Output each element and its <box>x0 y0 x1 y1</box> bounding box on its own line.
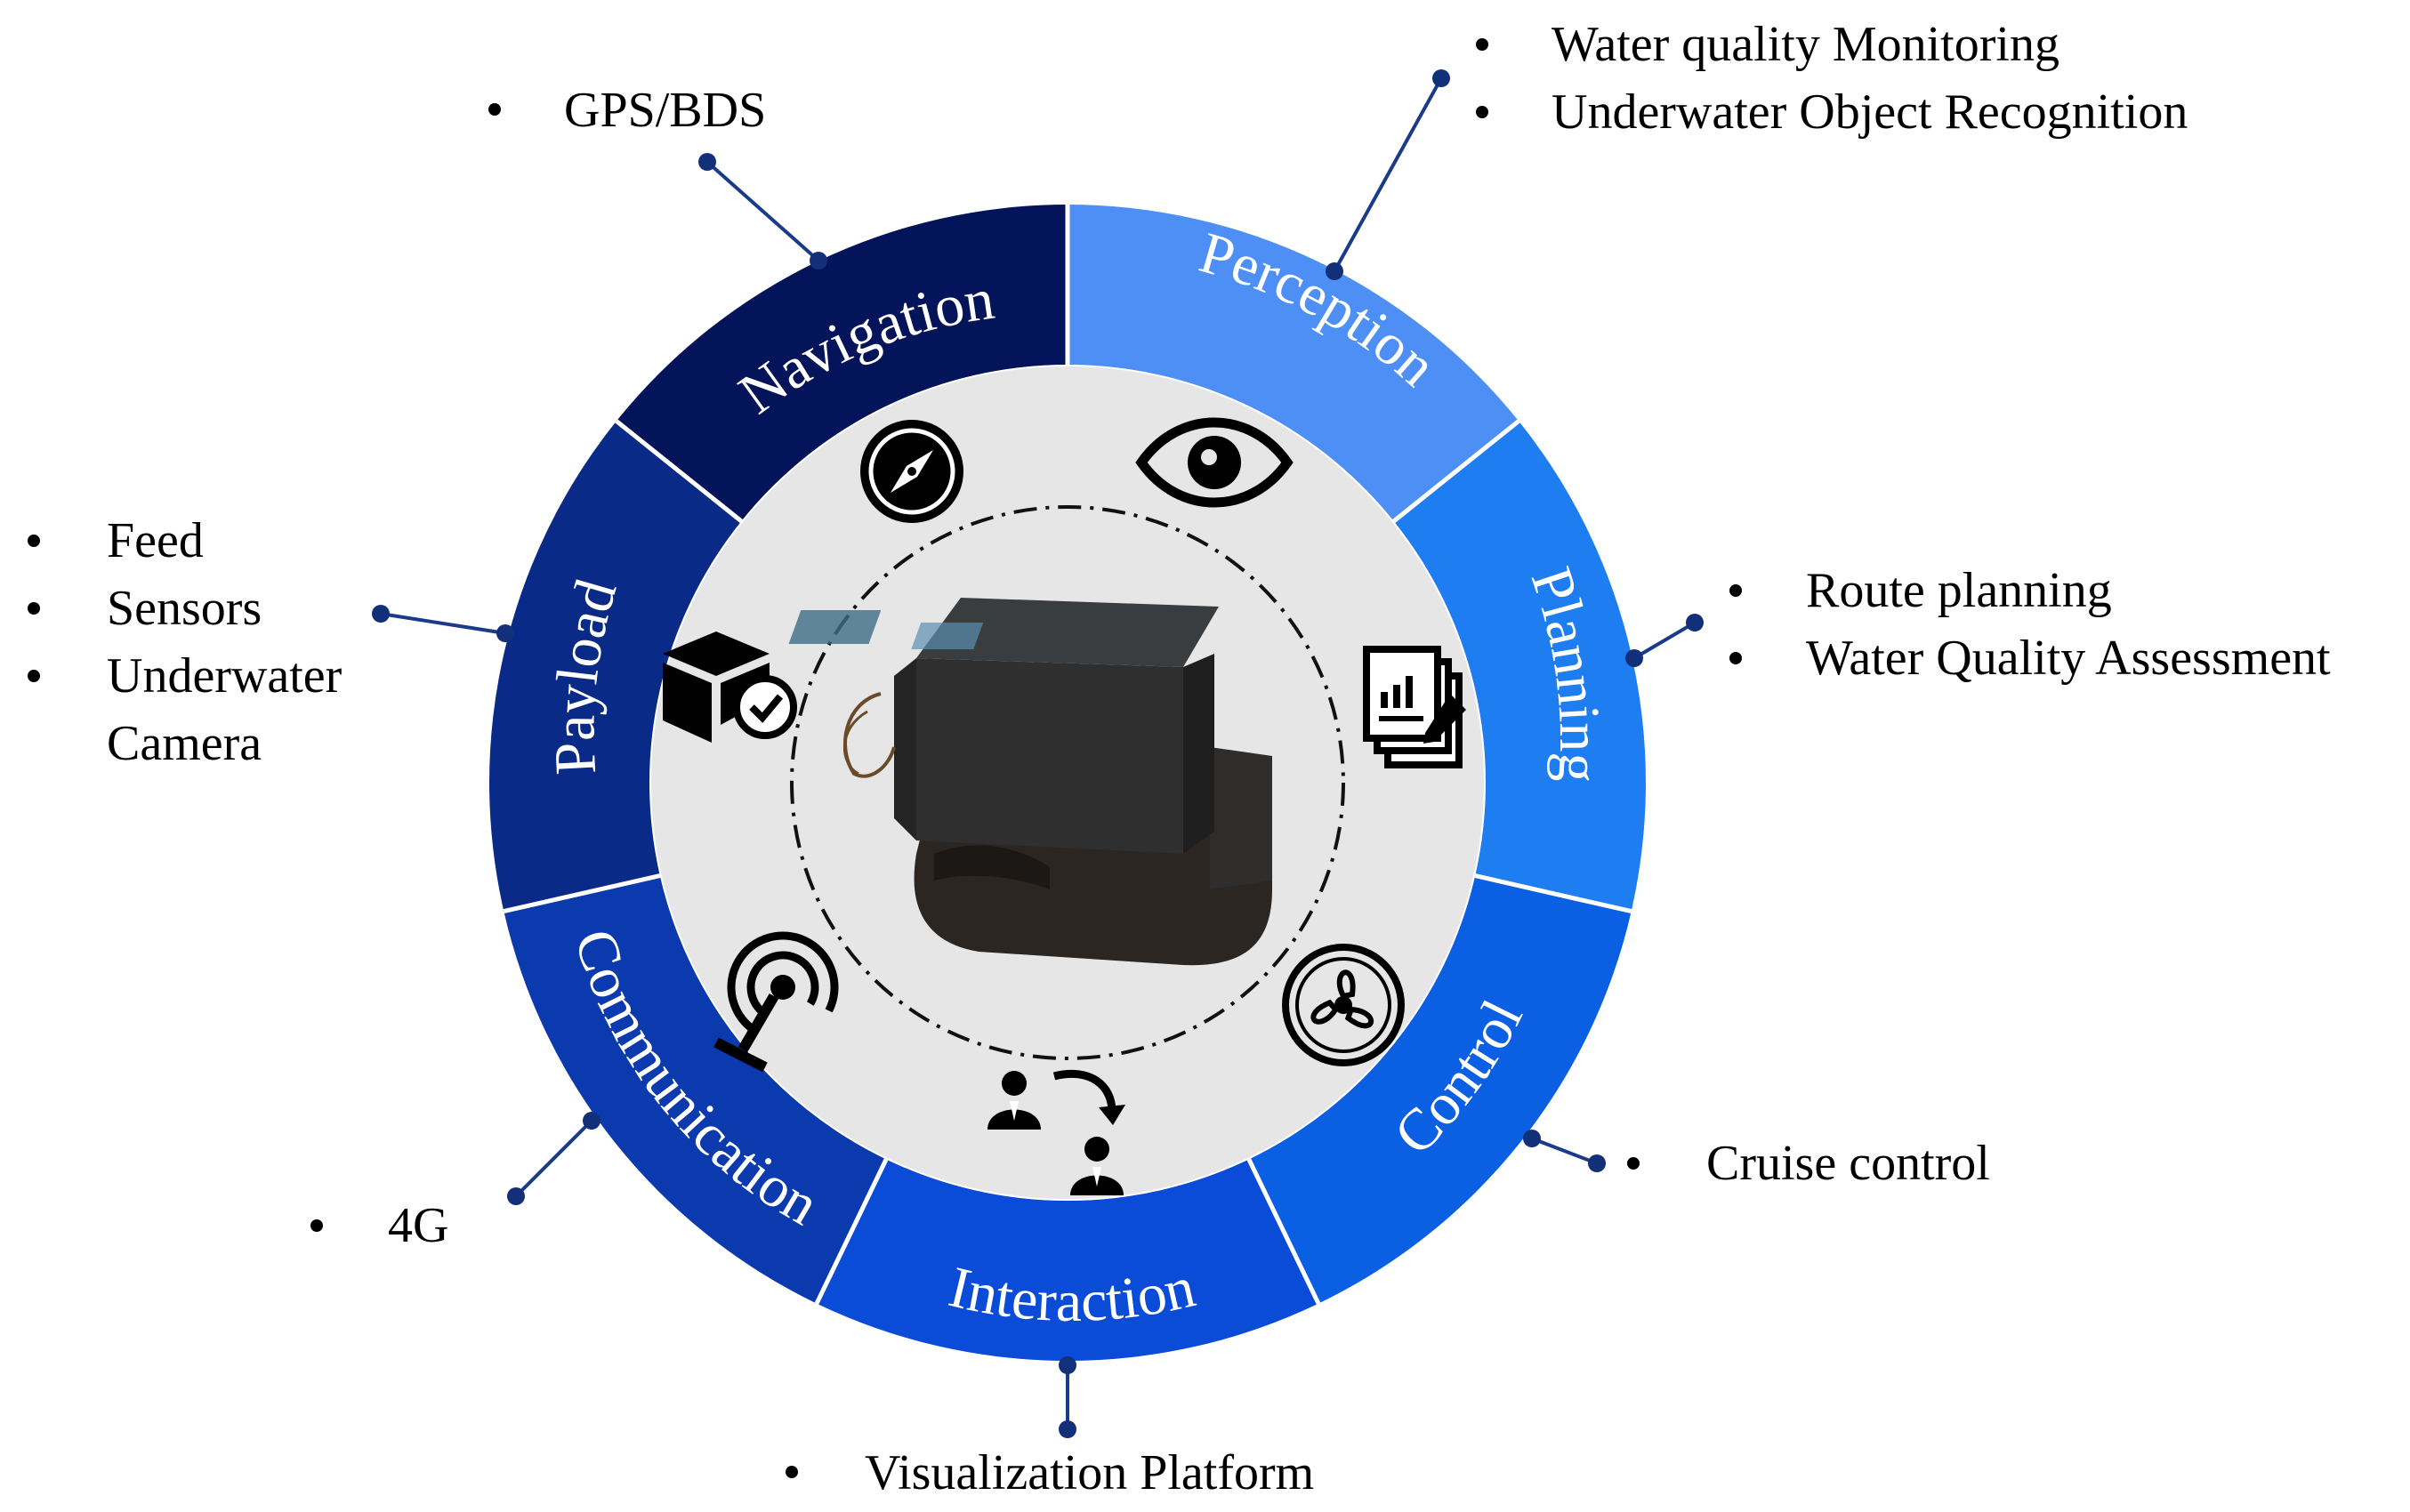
ring <box>489 205 1646 1361</box>
dashdot-circle <box>790 505 1345 1060</box>
sector-interaction[interactable] <box>817 1159 1318 1361</box>
sector-separators <box>503 205 1632 1305</box>
bullets-interaction: Visualization Platform <box>786 1445 1314 1500</box>
bullet-item: Camera <box>107 716 262 771</box>
bullet-item: Water Quality Assessment <box>1806 631 2331 686</box>
bullet-item: Underwater Object Recognition <box>1552 84 2188 140</box>
bullets-navigation: GPS/BDS <box>488 83 766 138</box>
bullet-item: Underwater <box>107 648 343 704</box>
bullets-payload: Feed Sensors Underwater Camera <box>28 513 343 771</box>
package-check-icon <box>663 631 797 743</box>
eye-icon <box>1135 417 1294 508</box>
bullet-item: GPS/BDS <box>564 83 766 138</box>
compass-icon <box>860 420 963 523</box>
sector-perception[interactable] <box>1068 205 1519 521</box>
bullet-item: Sensors <box>107 581 262 636</box>
bullet-item: Visualization Platform <box>865 1445 1314 1500</box>
bullet-item: 4G <box>388 1198 448 1253</box>
bullets-planning: Route planning Water Quality Assessment <box>1729 563 2331 686</box>
sector-communication[interactable] <box>504 875 887 1304</box>
bullets-communication: 4G <box>310 1198 448 1253</box>
bullet-item: Cruise control <box>1706 1136 1990 1191</box>
bullets-perception: Water quality Monitoring Underwater Obje… <box>1476 17 2188 140</box>
sector-navigation[interactable] <box>616 205 1068 521</box>
report-icon <box>1363 646 1466 768</box>
bullets-control: Cruise control <box>1627 1136 1990 1191</box>
sector-planning[interactable] <box>1393 421 1646 912</box>
antenna-icon <box>713 931 839 1073</box>
user-exchange-icon <box>987 1069 1125 1195</box>
bullet-item: Feed <box>107 513 204 568</box>
unmanned-surface-vessel-photo <box>788 598 1272 966</box>
sector-payload[interactable] <box>489 421 742 912</box>
leaders <box>372 69 1704 1438</box>
bullet-item: Route planning <box>1806 563 2112 618</box>
bullet-item: Water quality Monitoring <box>1552 17 2059 72</box>
sector-control[interactable] <box>1248 875 1632 1304</box>
fan-icon <box>1282 944 1405 1066</box>
